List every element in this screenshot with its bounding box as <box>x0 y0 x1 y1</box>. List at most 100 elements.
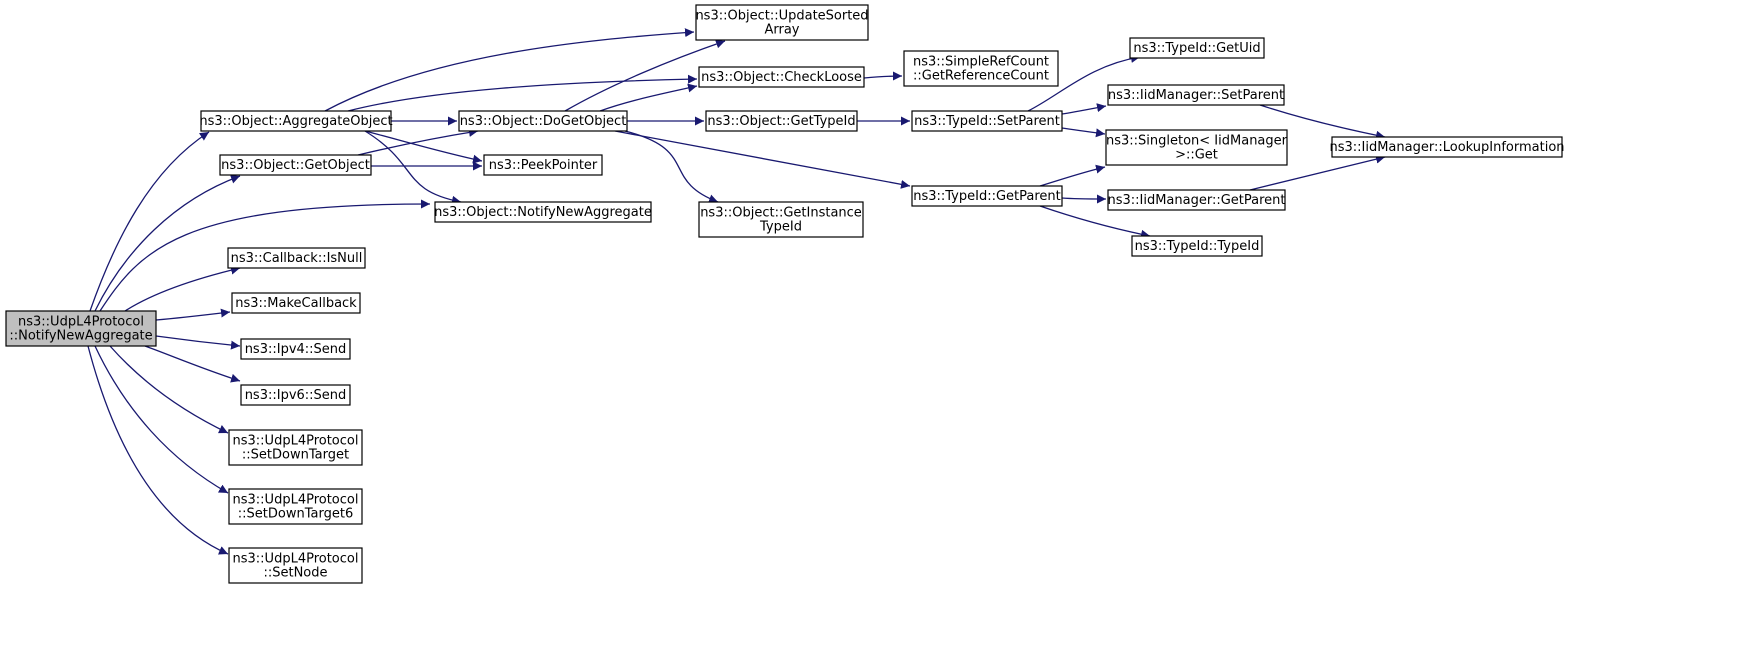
node-label: ns3::Object::UpdateSorted <box>695 9 868 24</box>
edge-checkloose-to-getrefcount <box>863 71 903 81</box>
node-dogetobject[interactable]: ns3::Object::DoGetObject <box>458 110 628 132</box>
node-setnode[interactable]: ns3::UdpL4Protocol::SetNode <box>228 547 363 584</box>
node-label: ns3::IidManager::GetParent <box>1107 193 1285 208</box>
node-label: ns3::UdpL4Protocol <box>233 434 359 449</box>
node-box <box>1107 84 1285 106</box>
node-box <box>227 247 366 269</box>
node-label: ns3::IidManager::LookupInformation <box>1329 140 1564 155</box>
node-box <box>695 4 869 41</box>
node-typeidctor[interactable]: ns3::TypeId::TypeId <box>1131 235 1263 257</box>
edge-iidsetparent-to-lookup <box>1259 104 1386 140</box>
node-setparent[interactable]: ns3::TypeId::SetParent <box>911 110 1063 132</box>
edge-getparent-to-iidgetparent <box>1061 194 1107 204</box>
node-gettypeid[interactable]: ns3::Object::GetTypeId <box>705 110 858 132</box>
edge-dogetobject-to-updatesorted <box>564 39 726 112</box>
node-label: ns3::Object::GetInstance <box>700 206 862 221</box>
node-box <box>231 292 361 314</box>
node-label: ::SetDownTarget <box>242 448 349 463</box>
node-label: ns3::Ipv4::Send <box>245 342 347 357</box>
edge-root-to-aggregate <box>89 131 210 312</box>
node-label: ns3::MakeCallback <box>235 296 357 311</box>
node-getrefcount[interactable]: ns3::SimpleRefCount::GetReferenceCount <box>903 50 1059 87</box>
edge-root-to-getobject <box>94 174 241 312</box>
node-box <box>228 547 363 584</box>
node-label: ns3::IidManager::SetParent <box>1108 88 1284 103</box>
node-ipv6send[interactable]: ns3::Ipv6::Send <box>240 384 351 406</box>
node-checkloose[interactable]: ns3::Object::CheckLoose <box>698 66 865 88</box>
node-lookup[interactable]: ns3::IidManager::LookupInformation <box>1329 136 1565 158</box>
node-label: ns3::Object::GetTypeId <box>707 114 855 129</box>
node-getuid[interactable]: ns3::TypeId::GetUid <box>1129 37 1265 59</box>
edge-getparent-to-singletonget <box>1039 164 1106 187</box>
node-box <box>1131 235 1263 257</box>
node-label: Array <box>764 23 799 38</box>
edge-getparent-to-typeidctor <box>1039 205 1151 239</box>
node-label: ::SetNode <box>263 566 327 581</box>
edge-dogetobject-to-getinstance <box>624 130 719 204</box>
edge-root-to-ipv4send <box>155 335 241 350</box>
node-label: ns3::Object::AggregateObject <box>199 114 392 129</box>
node-label: ::GetReferenceCount <box>913 69 1049 84</box>
node-iidsetparent[interactable]: ns3::IidManager::SetParent <box>1107 84 1285 106</box>
node-box <box>219 154 372 176</box>
node-label: TypeId <box>759 220 802 235</box>
edge-root-to-setdowntarget <box>109 345 229 434</box>
edge-root-to-isnull <box>124 265 241 312</box>
edge-dogetobject-to-checkloose <box>599 83 698 112</box>
node-isnull[interactable]: ns3::Callback::IsNull <box>227 247 366 269</box>
node-box <box>483 154 603 176</box>
edge-getobject-to-dogetobject <box>357 127 479 156</box>
edge-dogetobject-to-getparent <box>614 130 911 189</box>
node-box <box>5 310 157 347</box>
node-ipv4send[interactable]: ns3::Ipv4::Send <box>240 338 351 360</box>
node-label: ns3::Object::GetObject <box>221 158 370 173</box>
node-setdowntarget6[interactable]: ns3::UdpL4Protocol::SetDownTarget6 <box>228 488 363 525</box>
node-singletonget[interactable]: ns3::Singleton< IidManager>::Get <box>1105 129 1288 166</box>
edge-layer <box>87 28 1386 555</box>
edge-root-to-setdowntarget6 <box>94 345 229 494</box>
node-label: ns3::TypeId::SetParent <box>914 114 1060 129</box>
node-label: ns3::UdpL4Protocol <box>233 552 359 567</box>
node-box <box>911 110 1063 132</box>
edge-root-to-makecallback <box>155 308 231 321</box>
node-aggregate[interactable]: ns3::Object::AggregateObject <box>199 110 393 132</box>
node-label: >::Get <box>1175 148 1218 163</box>
node-label: ns3::Object::NotifyNewAggregate <box>434 205 652 220</box>
node-box <box>240 338 351 360</box>
node-notifynewagg[interactable]: ns3::Object::NotifyNewAggregate <box>434 201 652 223</box>
edge-aggregate-to-checkloose <box>347 74 698 112</box>
node-box <box>458 110 628 132</box>
edge-root-to-ipv6send <box>144 345 241 383</box>
edge-root-to-setnode <box>87 345 229 555</box>
node-makecallback[interactable]: ns3::MakeCallback <box>231 292 361 314</box>
node-box <box>1105 129 1288 166</box>
edge-setparent-to-singletonget <box>1061 127 1106 138</box>
node-label: ns3::PeekPointer <box>489 158 598 173</box>
node-box <box>698 201 864 238</box>
node-box <box>1129 37 1265 59</box>
node-box <box>705 110 858 132</box>
node-layer: ns3::UdpL4Protocol::NotifyNewAggregatens… <box>5 4 1565 584</box>
node-iidgetparent[interactable]: ns3::IidManager::GetParent <box>1107 189 1286 211</box>
node-box <box>1331 136 1563 158</box>
edge-iidgetparent-to-lookup <box>1249 154 1386 191</box>
node-label: ::SetDownTarget6 <box>238 507 353 522</box>
node-getparent[interactable]: ns3::TypeId::GetParent <box>911 185 1063 207</box>
node-box <box>228 429 363 466</box>
node-box <box>903 50 1059 87</box>
edge-aggregate-to-updatesorted <box>324 28 695 112</box>
edge-aggregate-to-peekpointer <box>364 130 483 164</box>
node-root[interactable]: ns3::UdpL4Protocol::NotifyNewAggregate <box>5 310 157 347</box>
node-peekpointer[interactable]: ns3::PeekPointer <box>483 154 603 176</box>
node-label: ns3::UdpL4Protocol <box>233 493 359 508</box>
node-label: ns3::TypeId::GetParent <box>913 189 1061 204</box>
edge-root-to-notifynewagg <box>99 199 431 312</box>
node-getobject[interactable]: ns3::Object::GetObject <box>219 154 372 176</box>
node-label: ns3::Object::CheckLoose <box>701 70 862 85</box>
node-setdowntarget[interactable]: ns3::UdpL4Protocol::SetDownTarget <box>228 429 363 466</box>
node-label: ::NotifyNewAggregate <box>9 329 152 344</box>
node-box <box>911 185 1063 207</box>
